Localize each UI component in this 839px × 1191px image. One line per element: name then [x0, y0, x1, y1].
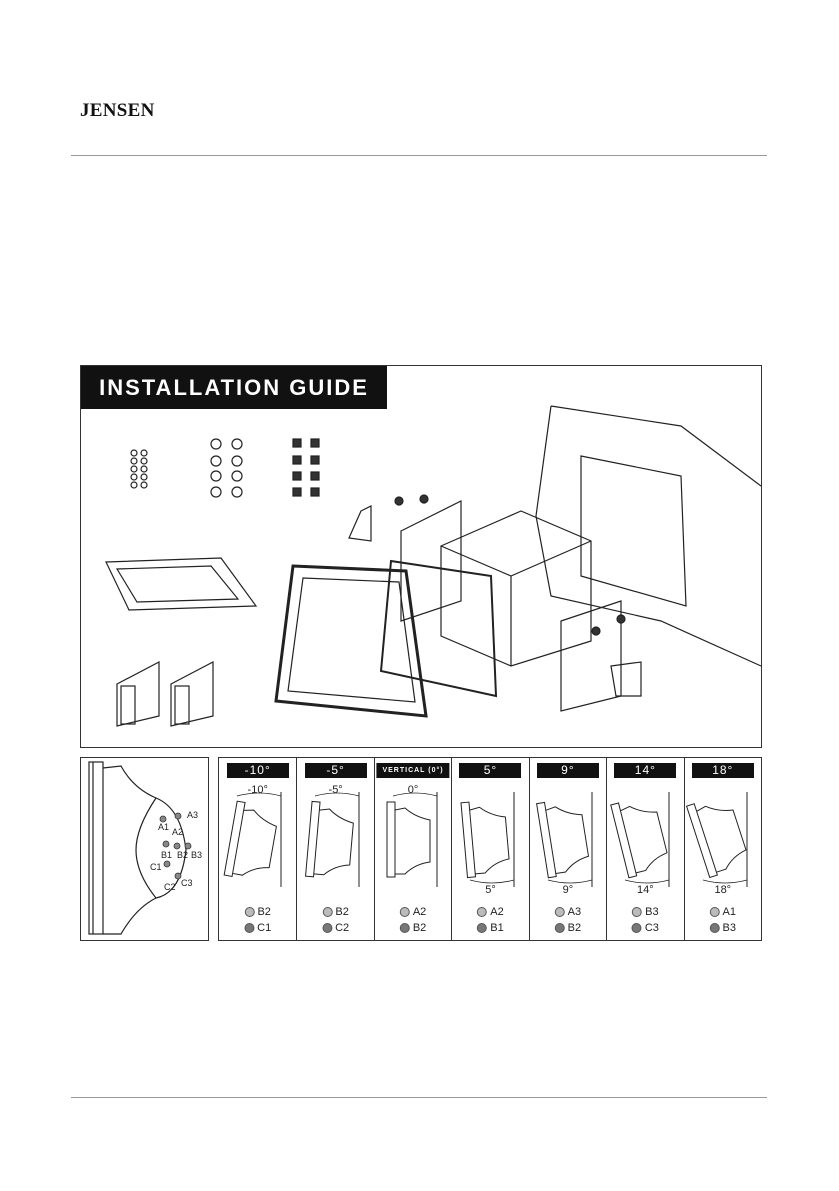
- bracket-pin-illustration: [81, 758, 208, 940]
- pin-label-c2: C2: [164, 882, 176, 892]
- pin-dot-icon: [244, 923, 254, 933]
- pin-position-name: B2: [413, 922, 426, 934]
- pin-label-c3: C3: [181, 878, 193, 888]
- angle-label: 5°: [459, 763, 521, 778]
- pin-dot-icon: [322, 923, 332, 933]
- pin-position-name: A2: [413, 906, 426, 918]
- pin-position-name: B2: [335, 906, 348, 918]
- angle-illustration: [530, 782, 607, 892]
- arc-label: 18°: [714, 884, 731, 896]
- pin-dot-icon: [555, 907, 565, 917]
- angle-illustration: [685, 782, 762, 892]
- pin-dot-icon: [400, 923, 410, 933]
- pin-position-name: B2: [568, 922, 581, 934]
- arc-label: 0°: [408, 784, 419, 796]
- angle-illustration: [375, 782, 452, 892]
- display-panel: [381, 561, 496, 696]
- angle-illustration: [607, 782, 684, 892]
- installation-illustration: [81, 366, 761, 747]
- bracket-left: [117, 662, 159, 726]
- angle-label: 9°: [537, 763, 599, 778]
- pin-label-b1: B1: [161, 850, 172, 860]
- large-screws-icon: [211, 439, 242, 497]
- pin-position-name: A2: [490, 906, 503, 918]
- pin-position: C1: [244, 922, 271, 934]
- display-front: [276, 566, 426, 716]
- header-rule: [71, 155, 767, 156]
- bracket-right: [171, 662, 213, 726]
- pin-position: A2: [400, 906, 426, 918]
- pin-position-name: B3: [645, 906, 658, 918]
- pin-position-name: B2: [257, 906, 270, 918]
- pin-position-name: C1: [257, 922, 271, 934]
- arc-label: 5°: [485, 884, 496, 896]
- pin-position: B2: [555, 922, 581, 934]
- pin-position-name: A1: [723, 906, 736, 918]
- pin-label-b3: B3: [191, 850, 202, 860]
- angle-label: 18°: [692, 763, 754, 778]
- pin-position: C2: [322, 922, 349, 934]
- pin-dot-icon: [477, 923, 487, 933]
- dash-opening: [581, 456, 686, 606]
- pin-position: B3: [632, 906, 658, 918]
- pin-dot-icon: [477, 907, 487, 917]
- trim-frame: [106, 558, 256, 610]
- angle-illustration: [219, 782, 296, 892]
- pin-label-a3: A3: [187, 810, 198, 820]
- pin-position-diagram: A3 A1 A2 B1 B2 B3 C1 C2 C3: [80, 757, 209, 941]
- pin-dot-icon: [632, 907, 642, 917]
- jensen-logo: JENSEN: [80, 100, 155, 122]
- pin-position: B2: [322, 906, 348, 918]
- pin-dot-icon: [555, 923, 565, 933]
- side-cover-right: [611, 662, 641, 696]
- small-screws-icon: [131, 450, 147, 488]
- angle-label: 14°: [614, 763, 676, 778]
- pin-dot-icon: [632, 923, 642, 933]
- arc-label: 9°: [563, 884, 574, 896]
- flat-screws-icon: [293, 439, 319, 496]
- angle-illustration: [297, 782, 374, 892]
- pin-position: A1: [710, 906, 736, 918]
- pin-dot-icon: [244, 907, 254, 917]
- pin-position-name: A3: [568, 906, 581, 918]
- pin-dot-icon: [710, 907, 720, 917]
- pin-label-a1: A1: [158, 822, 169, 832]
- pin-label-c1: C1: [150, 862, 162, 872]
- pin-position: B2: [244, 906, 270, 918]
- pin-position: B3: [710, 922, 736, 934]
- pin-position-name: C2: [335, 922, 349, 934]
- pin-position: B2: [400, 922, 426, 934]
- pin-position: B1: [477, 922, 503, 934]
- angle-label: -10°: [227, 763, 289, 778]
- pin-label-a2: A2: [172, 827, 183, 837]
- angle-illustration: [452, 782, 529, 892]
- pin-label-b2: B2: [177, 850, 188, 860]
- pin-dot-icon: [322, 907, 332, 917]
- arc-label: 14°: [637, 884, 654, 896]
- side-cover-left: [349, 506, 371, 541]
- pin-position: A3: [555, 906, 581, 918]
- pin-dot-icon: [710, 923, 720, 933]
- pin-position-name: B1: [490, 922, 503, 934]
- installation-panel: INSTALLATION GUIDE: [80, 365, 762, 748]
- pin-dot-icon: [400, 907, 410, 917]
- pin-position: A2: [477, 906, 503, 918]
- pin-position-name: C3: [645, 922, 659, 934]
- footer-rule: [71, 1097, 767, 1098]
- radio-chassis: [441, 511, 591, 666]
- angle-label: -5°: [305, 763, 367, 778]
- pin-position-name: B3: [723, 922, 736, 934]
- arc-label: -10°: [248, 784, 268, 796]
- arc-label: -5°: [329, 784, 343, 796]
- pin-position: C3: [632, 922, 659, 934]
- angle-label: VERTICAL (0°): [376, 763, 449, 778]
